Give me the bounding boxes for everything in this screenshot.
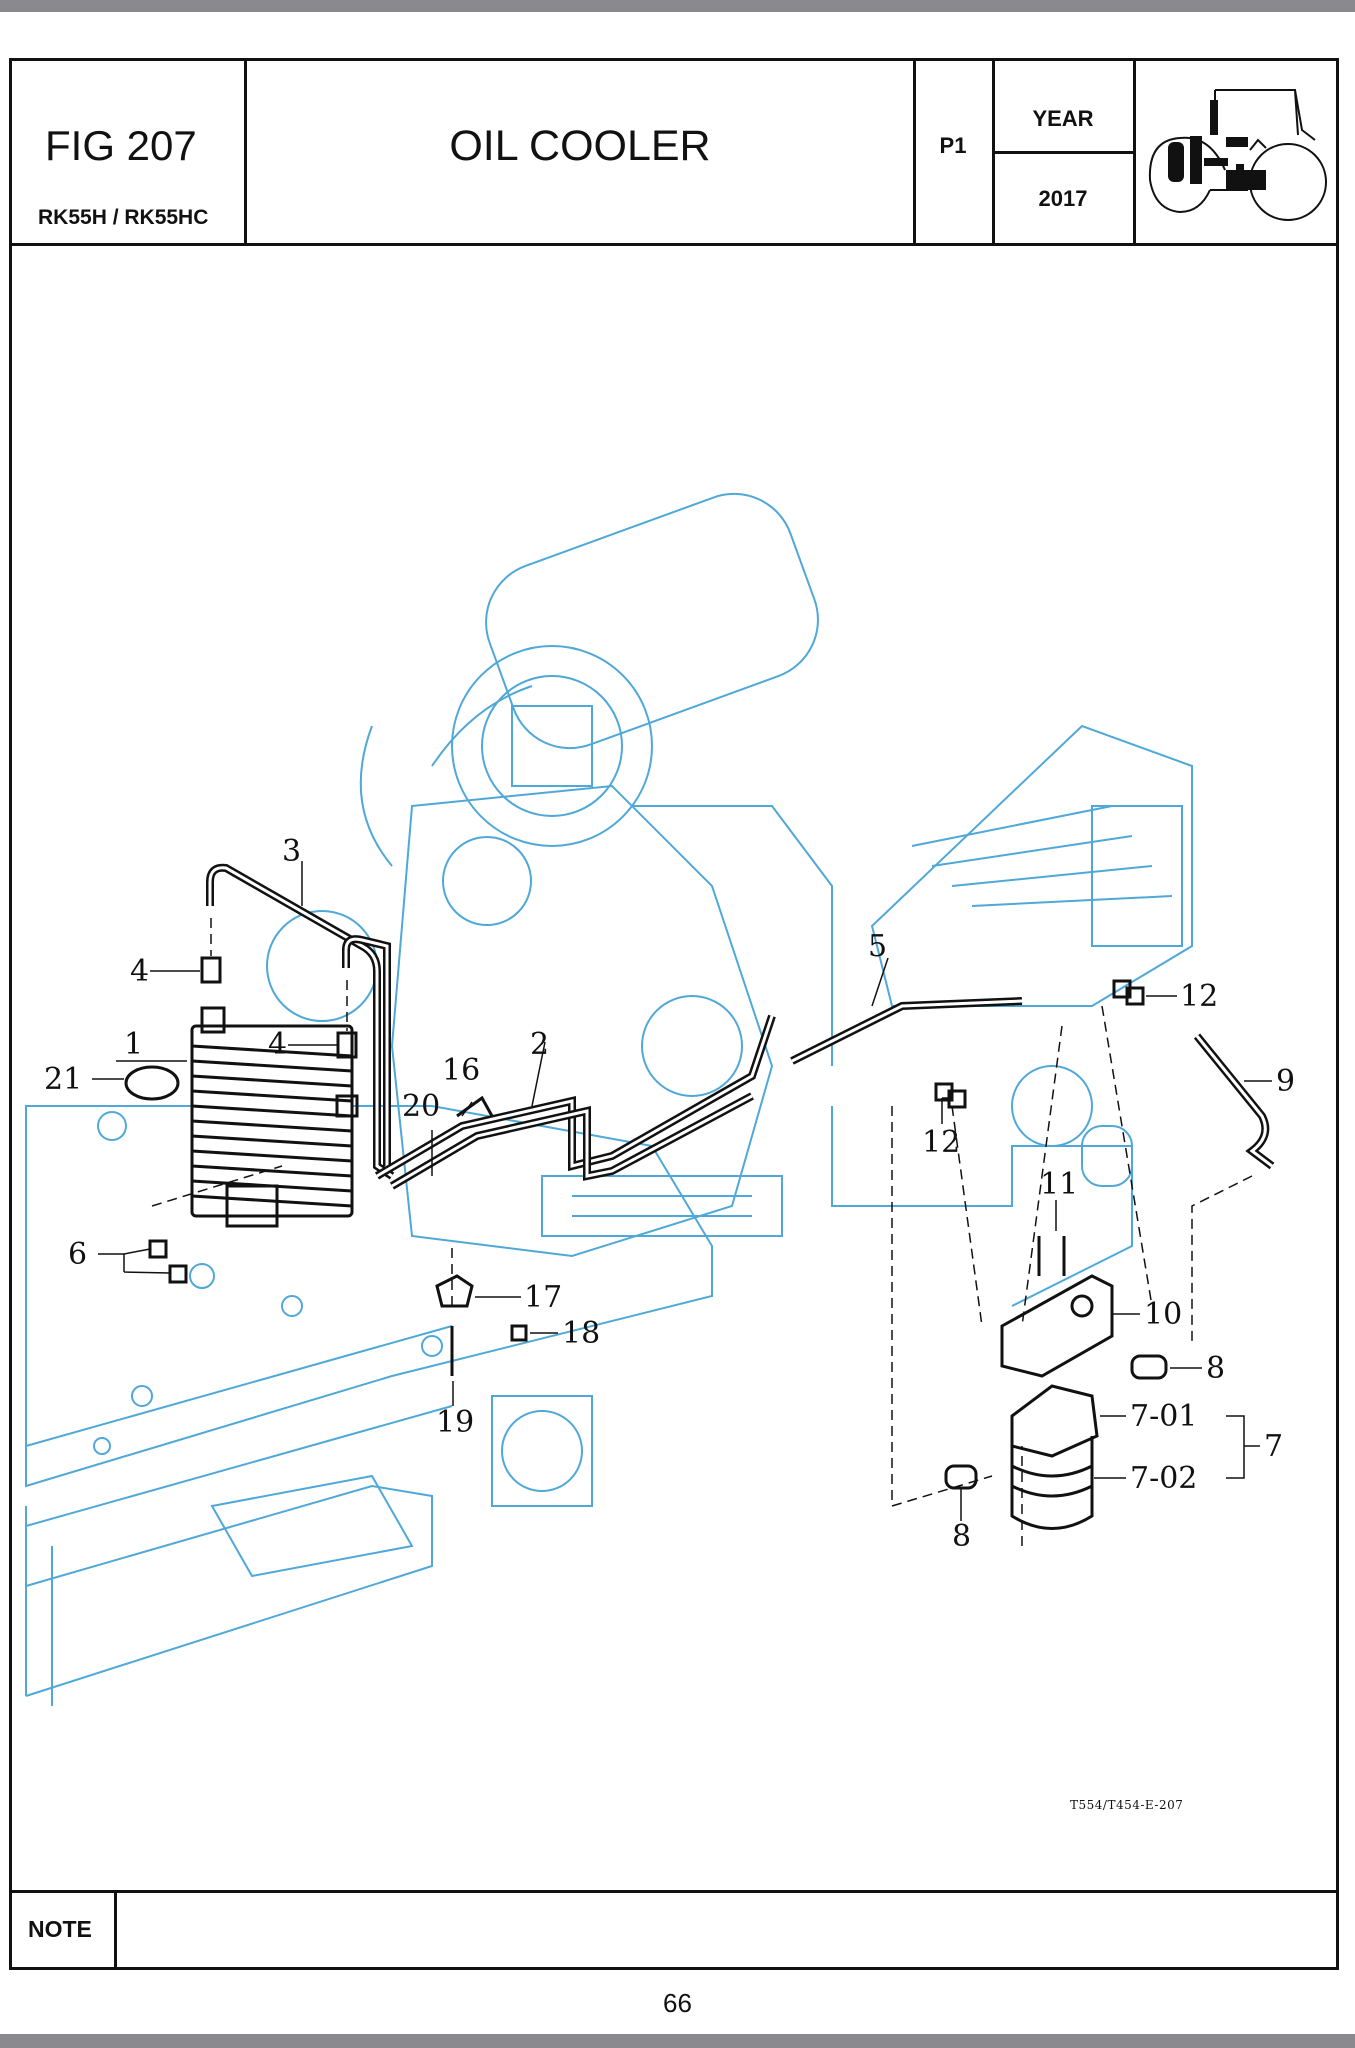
tractor-icon [1148, 89, 1327, 221]
year-divider [992, 151, 1133, 154]
callout-12-upper: 12 [1180, 979, 1218, 1014]
callout-5: 5 [868, 929, 887, 964]
guide-lines [151, 918, 1253, 1546]
top-gray-bar [0, 0, 1355, 12]
callout-7: 7 [1264, 1429, 1283, 1464]
callout-4-upper: 4 [130, 954, 149, 989]
callout-8-right: 8 [1206, 1351, 1225, 1386]
header-col-divider [1133, 61, 1136, 243]
page-title: OIL COOLER [449, 122, 711, 170]
header-col-divider [913, 61, 916, 243]
callout-11: 11 [1040, 1167, 1078, 1202]
page-frame [9, 58, 1339, 1970]
header-divider [12, 243, 1336, 246]
note-col-divider [114, 1890, 117, 1970]
callout-6: 6 [68, 1237, 87, 1272]
callout-18: 18 [562, 1316, 600, 1351]
bottom-gray-bar [0, 2034, 1355, 2048]
callout-7-02: 7-02 [1130, 1461, 1197, 1496]
callout-10: 10 [1144, 1297, 1182, 1332]
oil-cooler-diagram: 1 2 3 4 4 5 6 7 7-01 7-02 8 8 9 10 11 12… [25, 492, 1295, 1706]
callout-4-lower: 4 [268, 1027, 287, 1062]
header-col-divider [244, 61, 247, 243]
leader-lines [92, 861, 1272, 1521]
callout-2: 2 [530, 1027, 549, 1062]
figure-number: FIG 207 [45, 122, 197, 169]
callout-9: 9 [1276, 1064, 1295, 1099]
callout-3: 3 [282, 834, 301, 869]
callout-20: 20 [402, 1089, 440, 1124]
year-label: YEAR [1032, 106, 1094, 131]
page-number: 66 [663, 1988, 692, 2018]
callout-1: 1 [124, 1027, 143, 1062]
callout-19: 19 [436, 1405, 474, 1440]
callout-12-lower: 12 [922, 1125, 960, 1160]
callout-7-01: 7-01 [1130, 1399, 1197, 1434]
drawing-code: T554/T454-E-207 [1070, 1798, 1184, 1812]
page-code: P1 [939, 133, 967, 158]
callout-16: 16 [442, 1053, 480, 1088]
model-name: RK55H / RK55HC [38, 206, 209, 229]
note-label: NOTE [28, 1916, 92, 1942]
year-value: 2017 [1038, 186, 1088, 211]
callout-17: 17 [524, 1280, 562, 1315]
callout-21: 21 [44, 1062, 82, 1097]
callout-8-lower: 8 [952, 1519, 971, 1554]
note-divider [12, 1890, 1336, 1893]
oil-cooler-parts [124, 863, 1275, 1530]
oil-cooler-core [190, 1006, 359, 1228]
